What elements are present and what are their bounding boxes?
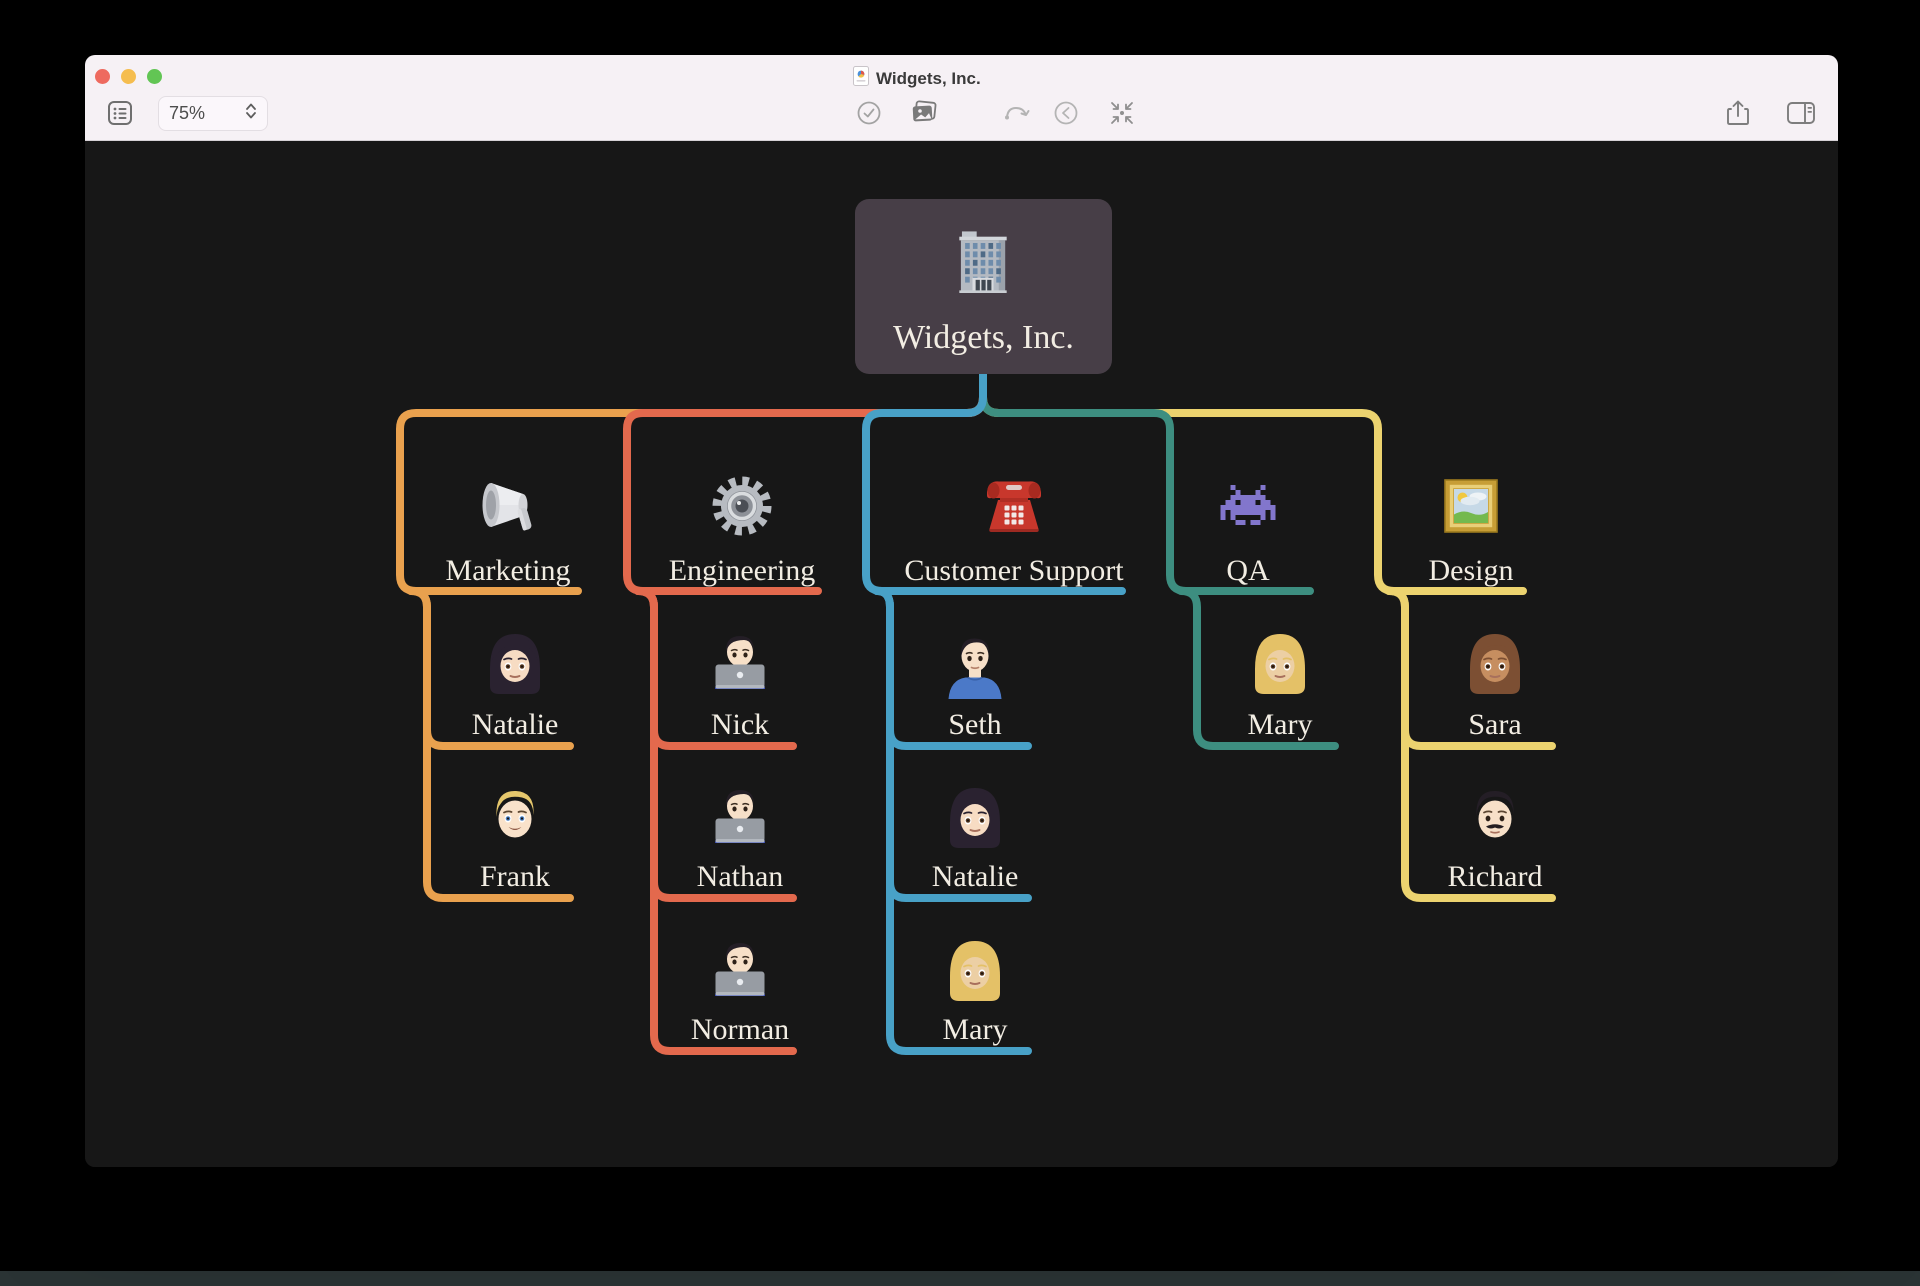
person-label: Richard xyxy=(1447,860,1543,893)
person-label: Nathan xyxy=(696,860,784,893)
go-back-button[interactable] xyxy=(1049,96,1083,130)
person-label: Frank xyxy=(480,860,550,893)
person-label: Sara xyxy=(1468,708,1522,741)
department-icon-wrap xyxy=(976,468,1052,549)
image-gallery-button[interactable] xyxy=(907,96,941,130)
person-label: Nick xyxy=(710,708,770,741)
person-icon-wrap xyxy=(937,781,1013,862)
person-label: Natalie xyxy=(471,708,559,741)
zoom-window-button[interactable] xyxy=(147,69,162,84)
branch-line xyxy=(862,370,1126,595)
person-icon-wrap xyxy=(477,627,553,708)
outline-toggle-button[interactable] xyxy=(103,96,137,130)
branch-line xyxy=(407,587,574,902)
gear-icon xyxy=(712,476,772,536)
man-blond-icon xyxy=(496,790,534,838)
redo-button[interactable] xyxy=(1000,96,1034,130)
document-icon xyxy=(853,66,869,91)
person-icon-wrap xyxy=(477,781,553,862)
woman-dark-hair-icon xyxy=(490,634,540,694)
man-mustache-icon xyxy=(1476,790,1514,838)
woman-blonde-icon xyxy=(950,941,1000,1001)
stepper-icon[interactable] xyxy=(245,102,257,125)
department-label: Marketing xyxy=(445,554,571,587)
collapse-button[interactable] xyxy=(1105,96,1139,130)
person-label: Natalie xyxy=(931,860,1019,893)
red-telephone-icon xyxy=(987,481,1041,532)
branch-line xyxy=(873,587,1032,1055)
person-label: Mary xyxy=(1247,708,1313,741)
department-icon-wrap xyxy=(1433,468,1509,549)
person-icon-wrap xyxy=(1457,781,1533,862)
close-button[interactable] xyxy=(95,69,110,84)
person-icon-wrap xyxy=(937,627,1013,708)
person-icon-wrap xyxy=(702,781,778,862)
app-window: Widgets, Inc. 75% xyxy=(85,55,1838,1167)
megaphone-icon xyxy=(482,483,532,531)
person-icon-wrap xyxy=(1242,627,1318,708)
technologist-icon xyxy=(715,790,765,843)
root-node[interactable]: Widgets, Inc. xyxy=(855,199,1112,374)
department-label: Engineering xyxy=(668,554,816,587)
man-short-hair-icon xyxy=(948,638,1002,699)
zoom-stepper[interactable]: 75% xyxy=(158,96,268,131)
framed-picture-icon xyxy=(1444,479,1498,533)
person-icon-wrap xyxy=(702,627,778,708)
person-icon-wrap xyxy=(1457,627,1533,708)
window-title-group: Widgets, Inc. xyxy=(853,66,981,91)
technologist-icon xyxy=(715,636,765,689)
department-label: Customer Support xyxy=(904,554,1124,587)
person-label: Mary xyxy=(942,1013,1008,1046)
space-invader-icon xyxy=(1220,485,1276,525)
woman-brown-hair-icon xyxy=(1470,634,1520,694)
root-icon-wrap xyxy=(943,223,1023,308)
check-circle-button[interactable] xyxy=(852,96,886,130)
branch-lines xyxy=(396,370,1556,1055)
branch-line xyxy=(1385,587,1556,902)
department-label: QA xyxy=(1226,554,1270,587)
department-icon-wrap xyxy=(470,468,546,549)
inspector-panel-button[interactable] xyxy=(1784,96,1818,130)
person-icon-wrap xyxy=(937,934,1013,1015)
branch-line xyxy=(1177,587,1339,750)
window-title: Widgets, Inc. xyxy=(876,68,981,88)
minimize-button[interactable] xyxy=(121,69,136,84)
titlebar[interactable]: Widgets, Inc. 75% xyxy=(85,55,1838,141)
woman-blonde-icon xyxy=(1255,634,1305,694)
department-icon-wrap xyxy=(704,468,780,549)
technologist-icon xyxy=(715,943,765,996)
office-building-icon xyxy=(959,231,1007,293)
department-label: Design xyxy=(1428,554,1514,587)
branch-line xyxy=(634,587,797,1055)
branch-line xyxy=(979,370,1314,595)
root-label: Widgets, Inc. xyxy=(893,319,1074,356)
department-icon-wrap xyxy=(1210,468,1286,549)
person-label: Norman xyxy=(690,1013,790,1046)
desktop-edge xyxy=(0,1271,1920,1286)
zoom-level: 75% xyxy=(169,103,206,123)
share-button[interactable] xyxy=(1721,96,1755,130)
person-icon-wrap xyxy=(702,934,778,1015)
person-label: Seth xyxy=(948,708,1002,741)
woman-dark-hair-icon xyxy=(950,788,1000,848)
